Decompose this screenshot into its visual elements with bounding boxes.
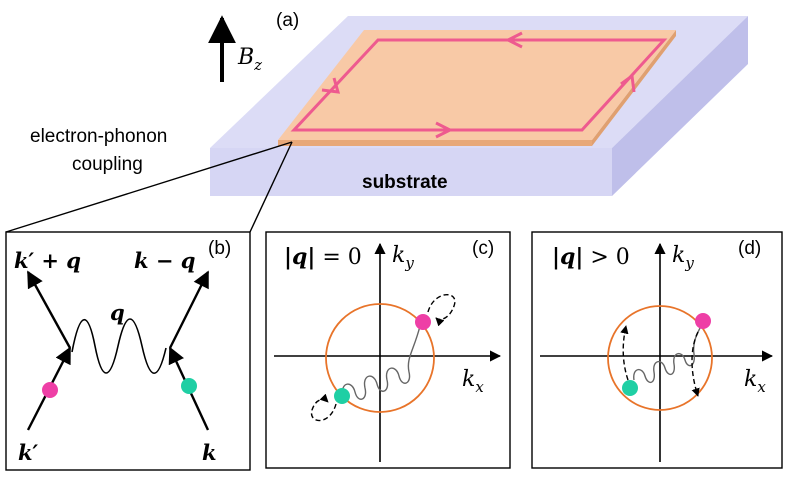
outgoing-right-line: [168, 270, 210, 349]
label-k: k: [202, 440, 217, 465]
film-top: [278, 30, 676, 140]
electron-teal: [622, 380, 638, 396]
phonon-wave: [341, 325, 421, 400]
zoom-line-left: [5, 141, 293, 233]
edge-arrow-right: [620, 73, 636, 93]
panel-a: Bz (a) substrate electron-phonon couplin…: [5, 10, 748, 233]
edge-arrow-left: [321, 77, 341, 94]
edge-channel: [290, 38, 668, 132]
panel-d-tag: (d): [738, 238, 761, 259]
scatter-path-pink: [691, 331, 700, 397]
kx-label: kx: [462, 367, 484, 396]
panel-d: (d) |q| > 0 ky kx: [531, 231, 783, 469]
electron-pink: [695, 313, 711, 329]
edge-arrow-top: [504, 31, 523, 49]
scatter-loop-teal: [310, 393, 337, 422]
phonon-propagator: [71, 318, 167, 374]
panel-a-tag: (a): [276, 10, 299, 31]
label-k-prime: k′: [18, 440, 39, 465]
panel-c-tag: (c): [472, 238, 494, 259]
edge-arrow-bottom: [435, 121, 454, 139]
ky-label: ky: [392, 243, 414, 272]
label-k-prime-plus-q: k′ + q: [14, 248, 81, 273]
coupling-label-line2: coupling: [72, 154, 143, 175]
panel-b: (b) k′ + q k − q q k′ k: [5, 231, 251, 471]
scatter-path-teal: [620, 325, 629, 381]
scatter-loop-pink: [427, 293, 456, 327]
panel-b-frame: [5, 231, 251, 471]
kx-label: kx: [744, 367, 766, 396]
fermi-circle: [607, 305, 713, 411]
panel-d-frame: [531, 231, 783, 469]
film-edge: [278, 140, 592, 146]
panel-c-frame: [265, 231, 511, 469]
electron-pink: [42, 382, 58, 398]
panel-c: (c) |q| = 0 ky kx: [265, 231, 511, 469]
panel-b-tag: (b): [208, 238, 231, 259]
magnetic-field-label: Bz: [237, 45, 262, 74]
electron-teal: [181, 378, 197, 394]
electron-teal: [334, 388, 350, 404]
outgoing-left-line: [26, 270, 72, 349]
substrate-label: substrate: [362, 172, 448, 193]
coupling-label-line1: electron-phonon: [30, 126, 167, 147]
substrate-front-face: [210, 148, 612, 196]
substrate-side-face: [612, 16, 748, 196]
ky-label: ky: [672, 243, 694, 272]
panel-c-condition: |q| = 0: [284, 244, 362, 270]
fermi-circle: [325, 303, 435, 413]
panel-d-condition: |q| > 0: [552, 244, 630, 270]
label-phonon-q: q: [110, 300, 125, 325]
zoom-line-right: [249, 141, 293, 233]
phonon-wave: [633, 323, 703, 383]
label-k-minus-q: k − q: [134, 248, 195, 273]
electron-pink: [415, 314, 431, 330]
